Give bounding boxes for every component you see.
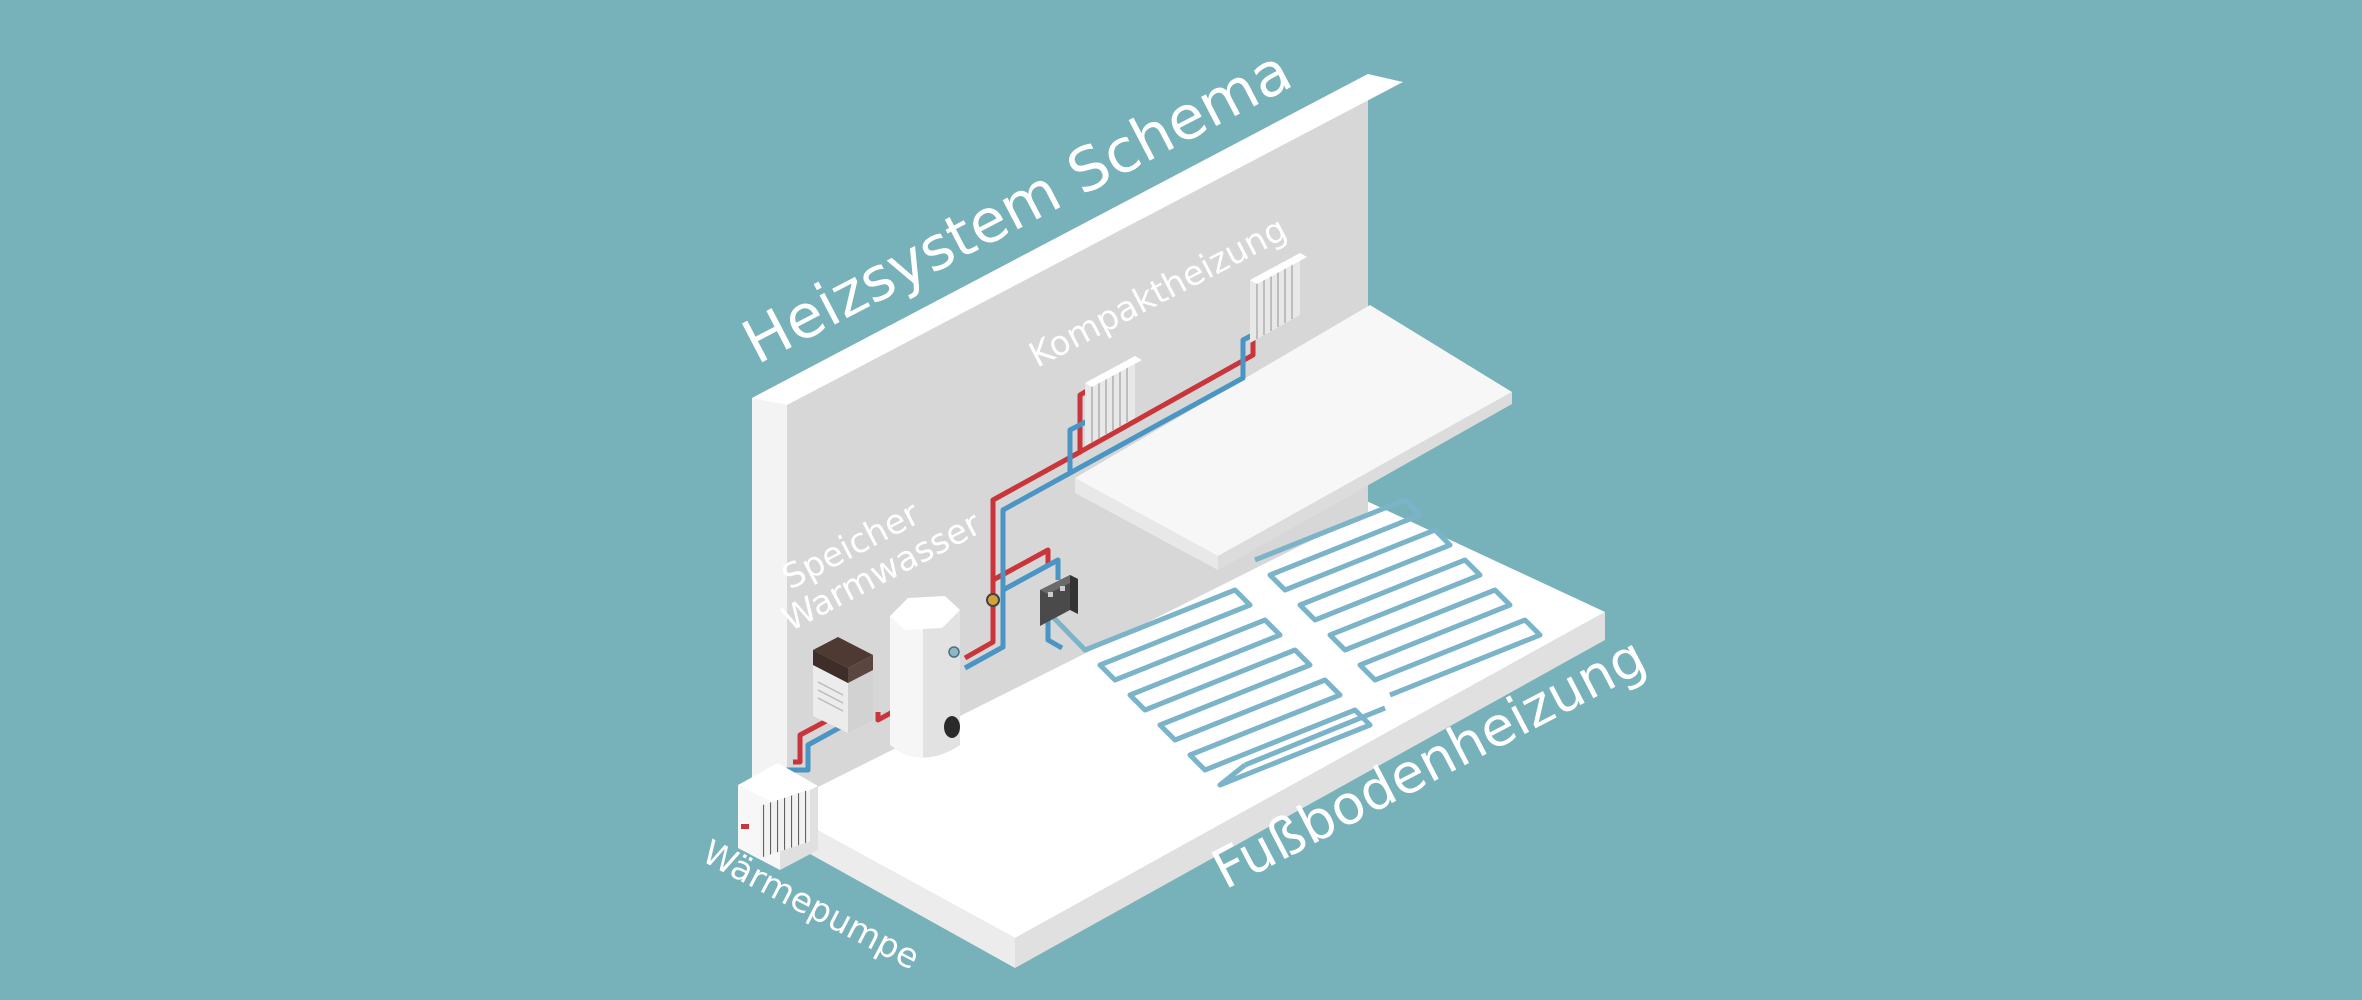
storage-tank [890,596,960,758]
controller-box [1040,575,1078,626]
upper-floor-slab [1075,305,1512,570]
floor-heating-loops [1051,497,1543,788]
valve [986,593,1000,607]
radiator-right [1250,253,1307,343]
radiator-left [1085,356,1142,446]
indoor-unit [813,637,873,733]
heat-pump [738,763,818,870]
